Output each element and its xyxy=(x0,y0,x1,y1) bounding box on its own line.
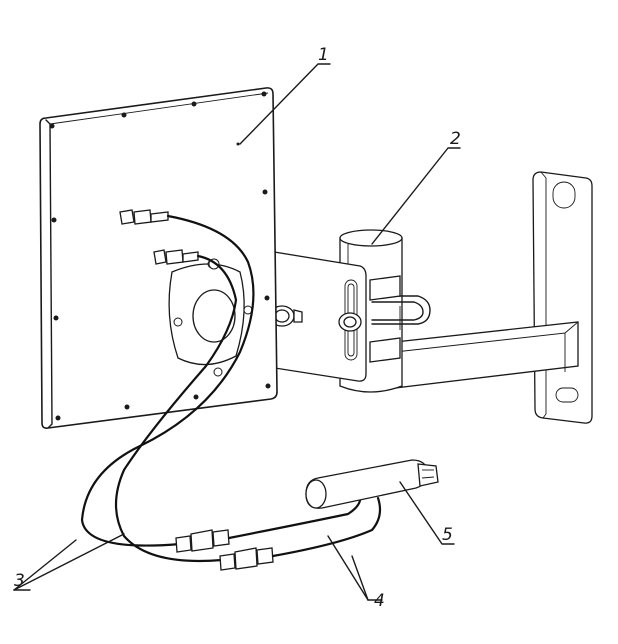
antenna-panel xyxy=(39,87,278,429)
callout-2: 2 xyxy=(450,129,461,149)
callout-5: 5 xyxy=(442,525,453,545)
leader-lines xyxy=(13,63,461,601)
callout-labels: 1 2 3 4 5 xyxy=(14,45,461,611)
callout-1: 1 xyxy=(318,45,329,65)
rf-connector xyxy=(153,249,220,270)
pigtail-adapters xyxy=(175,494,382,571)
pigtail-connector xyxy=(219,547,274,571)
usb-modem xyxy=(305,459,439,509)
panel-screws xyxy=(49,91,271,421)
wall-bracket xyxy=(339,171,593,424)
pigtail-connector xyxy=(175,529,230,553)
rf-connector xyxy=(119,209,169,225)
callout-3: 3 xyxy=(14,571,25,591)
bolt-nut xyxy=(338,312,362,332)
coaxial-cables xyxy=(80,214,255,563)
callout-4: 4 xyxy=(374,591,385,611)
